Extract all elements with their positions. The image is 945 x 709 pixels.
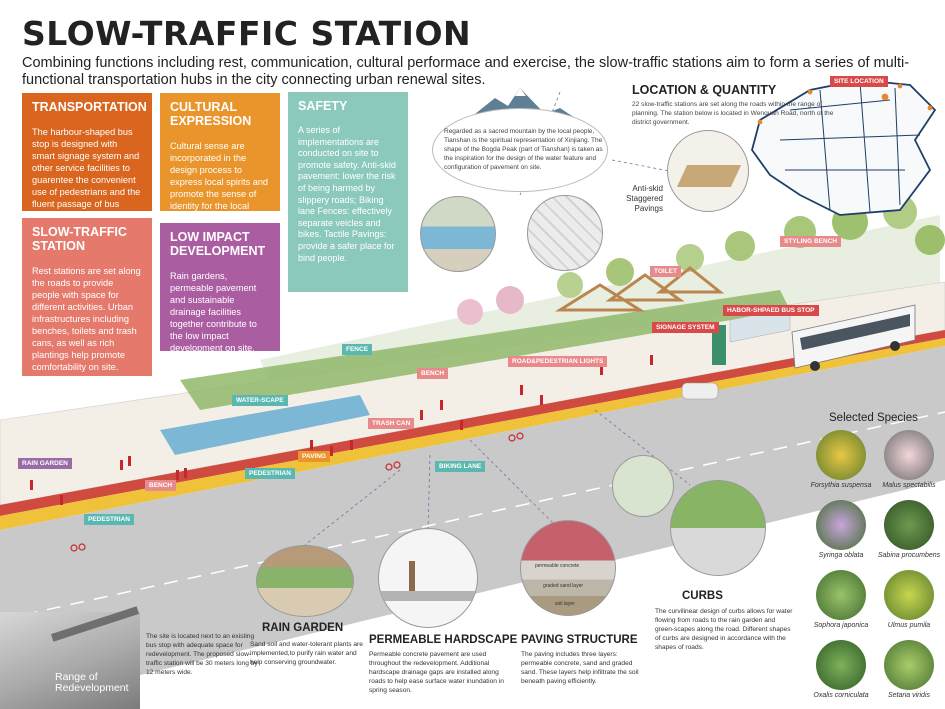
biking-lane: [0, 330, 945, 516]
location-text: 22 slow-traffic stations are set along t…: [632, 101, 834, 126]
card-title: SAFETY: [298, 99, 348, 113]
card-text: A series of implementations are conducte…: [298, 125, 396, 263]
card-transportation: TRANSPORTATION The harbour-shaped bus st…: [22, 93, 152, 221]
tag-toilet: TOILET: [650, 266, 681, 277]
card-title: CULTURAL EXPRESSION: [170, 100, 252, 128]
rain-garden-circle: [256, 545, 354, 617]
tree-icon: [409, 561, 415, 591]
road: [0, 346, 945, 709]
tag-road-lights: ROAD&PEDESTRIAN LIGHTS: [508, 356, 608, 367]
block-layers: [676, 165, 742, 187]
card-text: The harbour-shaped bus stop is designed …: [32, 127, 141, 221]
canopy-structures: [554, 266, 725, 312]
mountain-text: Regarded as a sacred mountain by the loc…: [444, 128, 603, 171]
tag-pedestrian: PEDESTRIAN: [84, 514, 134, 525]
card-slow-traffic: SLOW-TRAFFIC STATION Rest stations are s…: [22, 218, 152, 376]
redevelopment-text: The site is located next to an existing …: [146, 633, 258, 676]
intro-text: Combining functions including rest, comm…: [22, 55, 910, 88]
card-safety: SAFETY A series of implementations are c…: [288, 92, 408, 292]
card-title: TRANSPORTATION: [32, 100, 147, 114]
layer-label: soil layer: [555, 601, 575, 607]
species-photo: [884, 430, 934, 480]
overpass: [50, 606, 140, 642]
species-name: Setaria viridis: [887, 692, 930, 699]
species-name: Ulmus pumila: [887, 622, 931, 629]
species-photo: [816, 640, 866, 690]
layer-label: permeable concrete: [535, 563, 580, 569]
bike-icon: [70, 432, 524, 552]
paving-structure-circle: permeable concrete graded sand layer soi…: [520, 520, 616, 616]
species-name: Sophora japonica: [813, 622, 869, 629]
people-figures: [30, 355, 653, 505]
species-name: Oxalis corniculata: [813, 692, 869, 699]
tag-trash-can: TRASH CAN: [368, 418, 415, 429]
redevelopment-label: Range of Redevelopment: [55, 671, 129, 694]
paving-detail-circle: [527, 195, 603, 271]
curbs-text: The curvilinear design of curbs allows f…: [655, 608, 793, 651]
species-photo: [816, 430, 866, 480]
redevelopment-photo: Range of Redevelopment: [0, 606, 140, 709]
tag-rain-garden: RAIN GARDEN: [18, 458, 72, 469]
site-location-tag: SITE LOCATION: [830, 76, 888, 87]
tag-bench: BENCH: [145, 480, 177, 491]
permeable-title: PERMEABLE HARDSCAPE: [369, 634, 518, 646]
signage-pole: [712, 325, 726, 365]
layer-label: graded sand layer: [543, 583, 584, 589]
card-text: Rest stations are set along the roads to…: [32, 266, 141, 372]
species-photo: [816, 570, 866, 620]
paving-block-circle: [667, 130, 749, 212]
curbs-circle: [670, 480, 766, 576]
card-title: SLOW-TRAFFIC STATION: [32, 225, 127, 253]
tag-bench: BENCH: [417, 368, 449, 379]
species-photo: [884, 640, 934, 690]
bus-icon: [791, 304, 916, 371]
card-cultural: CULTURAL EXPRESSION Cultural sense are i…: [160, 93, 280, 223]
card-text: Cultural sense are incorporated in the d…: [170, 141, 269, 223]
permeable-circle: [378, 528, 478, 628]
species-name: Forsythia suspensa: [810, 482, 872, 489]
grass-strip: [180, 290, 790, 410]
species-photo: [884, 500, 934, 550]
water-feature: [160, 395, 370, 455]
car-icon: [681, 382, 719, 400]
card-title: LOW IMPACT DEVELOPMENT: [170, 230, 266, 258]
rain-garden-text: Sand soil and water-tolerant plants are …: [250, 641, 363, 666]
rain-garden-title: RAIN GARDEN: [262, 622, 344, 634]
anti-skid-label: Anti-skid Staggered Pavings: [626, 184, 663, 213]
curbs-title: CURBS: [682, 590, 723, 602]
species-name: Malus spectabilis: [882, 482, 936, 489]
tag-water-scape: WATER-SCAPE: [232, 395, 288, 406]
tag-styling-bench: STYLING BENCH: [780, 236, 842, 247]
road-section: [379, 591, 477, 601]
tag-fence: FENCE: [342, 344, 373, 355]
tag-bus-stop: HABOR-SHPAED BUS STOP: [723, 305, 819, 316]
card-text: Rain gardens, permeable pavement and sus…: [170, 271, 257, 353]
species-name: Sabina procumbens: [877, 552, 941, 559]
tag-signage: SIGNAGE SYSTEM: [652, 322, 719, 333]
page-title: SLOW-TRAFFIC STATION: [22, 14, 472, 53]
curb-corner-circle: [612, 455, 674, 517]
tag-pedestrian: PEDESTRIAN: [245, 468, 295, 479]
permeable-text: Permeable concrete pavement are used thr…: [369, 651, 504, 694]
paving-text: The paving includes three layers: permea…: [521, 651, 639, 685]
paving-title: PAVING STRUCTURE: [521, 634, 638, 646]
mountain-callout: [432, 108, 608, 192]
species-name: Syringa oblata: [818, 552, 864, 559]
tag-biking-lane: BIKING LANE: [435, 461, 486, 472]
species-photo: [816, 500, 866, 550]
water-detail-circle: [420, 196, 496, 272]
species-photo: [884, 570, 934, 620]
species-grid: Forsythia suspensa Malus spectabilis Syr…: [808, 428, 945, 709]
species-title: Selected Species: [829, 412, 918, 424]
tag-paving: PAVING: [298, 451, 330, 462]
location-title: LOCATION & QUANTITY: [632, 83, 777, 97]
card-low-impact: LOW IMPACT DEVELOPMENT Rain gardens, per…: [160, 223, 280, 353]
